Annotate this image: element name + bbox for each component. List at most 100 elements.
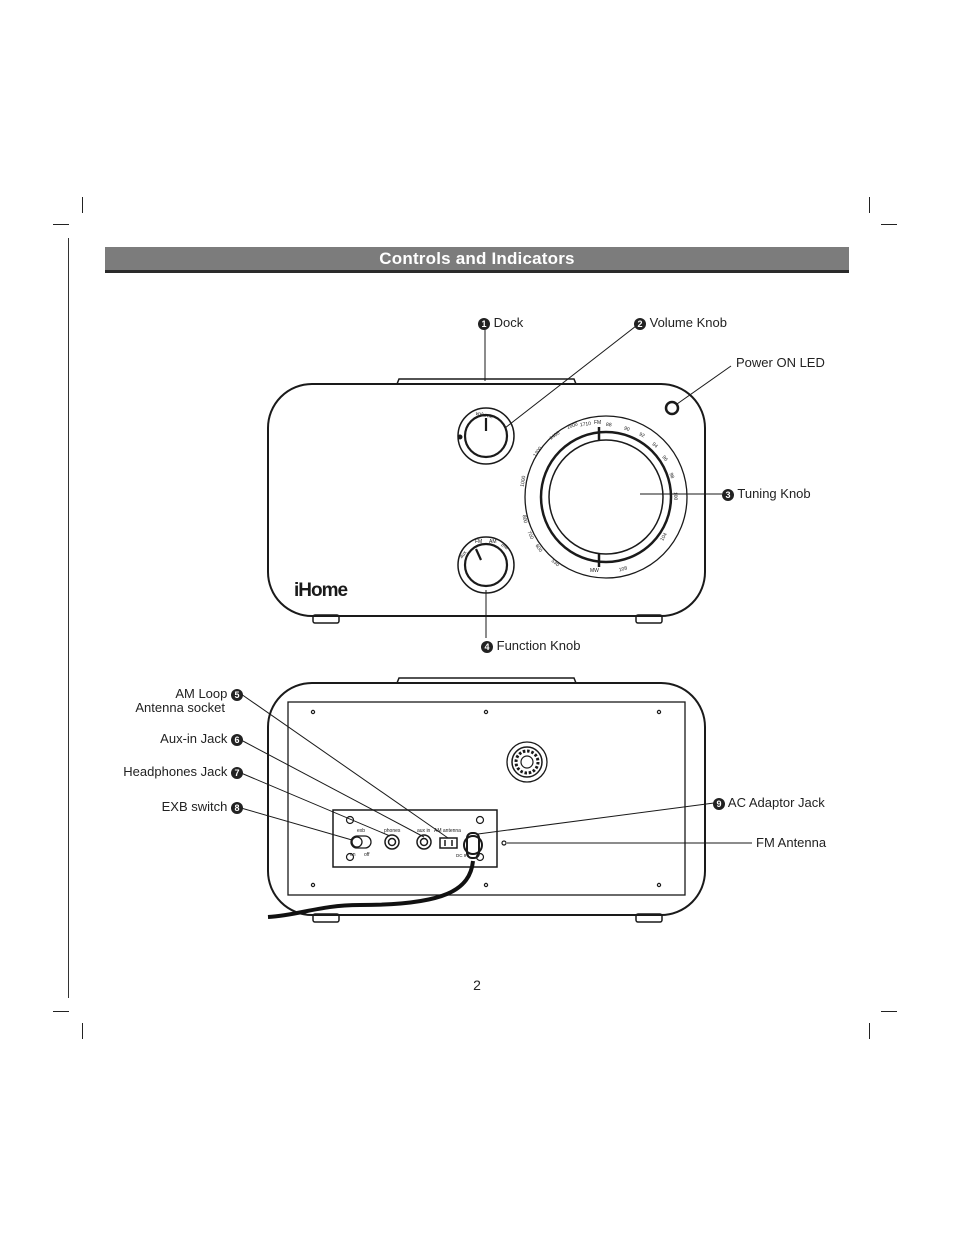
dial-fm-94: 94 [651,441,659,449]
dial-am-1200: 1200 [532,446,543,459]
callout-label: EXB switch [161,799,228,814]
callout-number: 7 [231,766,243,779]
dc-plug [466,832,480,859]
margin-rule [68,238,69,998]
connector-plate [332,809,498,868]
dial-band-fm: FM [594,420,601,426]
dial-am-1000: 1000 [520,475,528,487]
function-label-mw: mw [500,542,510,551]
callout-number: 5 [231,688,243,701]
function-label-aux: aux [459,549,469,559]
crop-mark [869,1023,870,1039]
leader-lines [240,325,752,844]
screws [310,709,662,888]
panel-label-on: on [350,852,356,858]
dial-fm-108: 108 [618,565,628,573]
crop-mark [869,197,870,213]
callout-label: Headphones Jack [123,764,228,779]
speaker-grille [506,741,548,783]
callout-label: AM Loop [175,686,228,701]
callout-number: 8 [231,801,243,814]
panel-label-aux-in: aux in [417,828,431,834]
callout-label: Volume Knob [649,315,727,330]
crop-mark [82,197,83,213]
section-header: Controls and Indicators [105,247,849,273]
callout-number: 2 [634,317,646,330]
page-number: 2 [473,977,481,993]
callout-tuning-knob: 3 Tuning Knob [722,487,811,501]
dial-band-mw: MW [590,568,599,574]
callout-label: Power ON LED [736,355,825,370]
dial-am-800: 800 [521,515,528,524]
power-cable [267,860,475,919]
callout-number: 4 [481,640,493,653]
tuning-dial [524,415,688,579]
dock-slot [396,378,577,385]
callout-headphones-jack: Headphones Jack 7 [90,765,243,779]
dial-fm-90: 90 [623,426,630,433]
callout-fm-antenna: FM Antenna [756,836,826,849]
panel-label-exb: exb [357,828,365,834]
headphones-jack [384,834,400,850]
crop-mark [881,1011,897,1012]
back-view-radio [267,677,706,923]
function-label-am: AM [489,539,497,545]
fm-antenna-point [501,840,507,846]
function-label-fm: FM [475,539,482,545]
dial-fm-92: 92 [638,431,646,439]
dial-am-1600: 1600 [566,421,579,431]
dial-fm-96: 96 [660,455,668,463]
callout-label: Dock [493,315,524,330]
section-title: Controls and Indicators [379,248,575,268]
dial-fm-98: 98 [667,472,675,480]
callout-number: 9 [713,797,725,810]
callout-am-loop-antenna: AM Loop 5 Antenna socket [100,687,243,714]
callout-ac-adaptor-jack: 9 AC Adaptor Jack [713,796,825,810]
back-body [267,682,706,916]
crop-mark [53,1011,69,1012]
dial-scale-labels: 530 600 700 800 1000 1200 1400 1600 1710… [520,420,679,574]
callout-volume-knob: 2 Volume Knob [634,316,727,330]
volume-knob-label: volume [475,411,494,421]
aux-in-jack [416,834,432,850]
callout-label: Aux-in Jack [160,731,228,746]
crop-mark [881,224,897,225]
callout-label: Antenna socket [135,699,225,715]
callout-exb-switch: EXB switch 8 [100,800,243,814]
brand-logo: iHome [294,580,348,601]
callout-function-knob: 4 Function Knob [481,639,580,653]
dial-fm-88: 88 [606,422,612,428]
callout-power-led: Power ON LED [736,356,825,369]
dial-am-1400: 1400 [549,430,562,441]
callout-label: Function Knob [496,638,581,653]
callout-aux-in-jack: Aux-in Jack 6 [100,732,243,746]
crop-mark [53,224,69,225]
callout-dock: 1 Dock [478,316,523,330]
callout-number: 6 [231,733,243,746]
dial-am-1710: 1710 [580,421,592,429]
ac-adaptor-jack [463,835,483,855]
back-panel [287,701,686,896]
callout-number: 3 [722,488,734,501]
panel-label-off: off [364,852,370,858]
callout-number: 1 [478,317,490,330]
panel-label-am-antenna: AM antenna [434,828,461,834]
dial-am-700: 700 [526,530,535,540]
exb-switch [350,835,372,849]
am-antenna-socket [439,837,458,849]
back-panel-labels: exb on off phones aux in AM antenna DC 9… [350,828,469,858]
back-dock-slot [396,677,577,684]
callout-label: Tuning Knob [737,486,811,501]
volume-knob [457,407,515,465]
callout-label: FM Antenna [756,835,827,850]
power-led [664,400,680,416]
callout-label: AC Adaptor Jack [727,795,825,810]
dial-am-600: 600 [534,543,544,553]
panel-label-phones: phones [384,828,401,834]
dial-fm-104: 104 [659,532,668,542]
crop-mark [82,1023,83,1039]
dial-fm-100: 100 [672,492,678,501]
panel-label-dc: DC 9V [456,853,469,858]
dial-am-530: 530 [550,558,560,568]
